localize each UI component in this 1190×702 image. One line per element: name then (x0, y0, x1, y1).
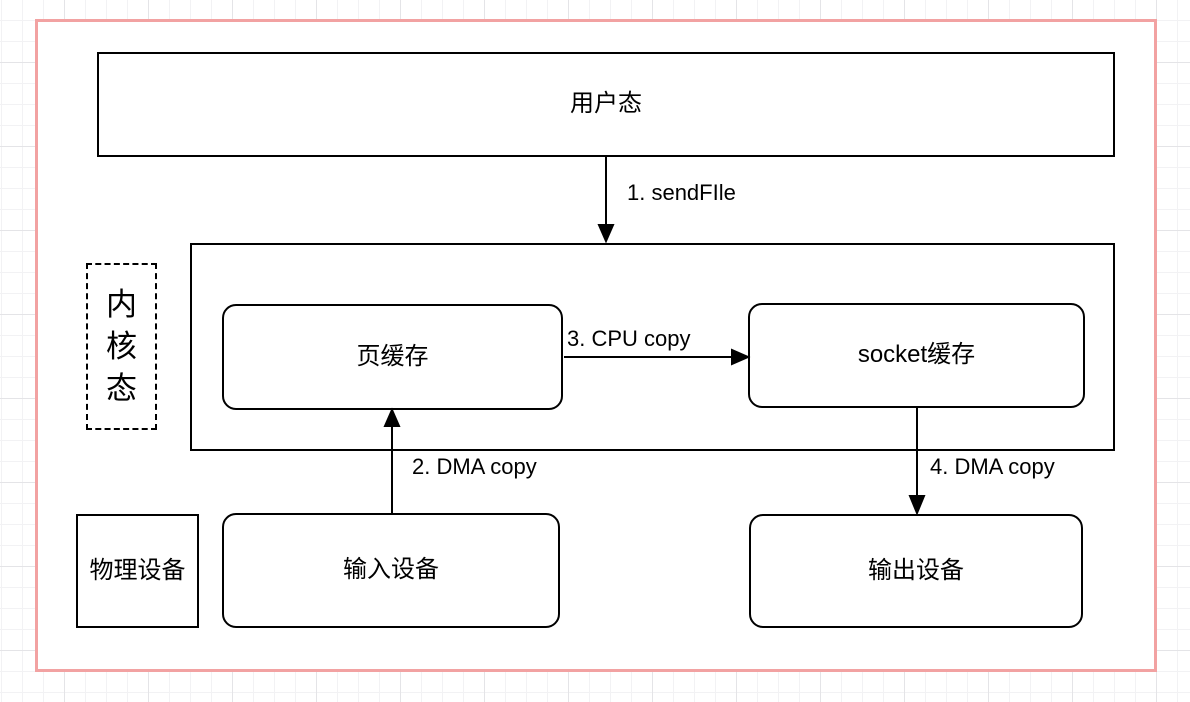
kernel-mode-label: 内核态 (106, 286, 137, 406)
input-device-label: 输入设备 (343, 556, 439, 584)
user-mode-box: 用户态 (97, 52, 1115, 157)
cpu-copy-arrow-label: 3. CPU copy (567, 326, 691, 351)
input-device-node: 输入设备 (222, 513, 560, 628)
physical-device-label: 物理设备 (89, 556, 186, 584)
socket-buffer-node: socket缓存 (748, 303, 1085, 408)
user-mode-label: 用户态 (570, 90, 642, 118)
output-device-label: 输出设备 (868, 556, 964, 584)
dma-copy-in-arrow-label: 2. DMA copy (412, 454, 537, 479)
kernel-mode-box (190, 243, 1115, 451)
socket-buffer-label: socket缓存 (857, 341, 976, 369)
output-device-node: 输出设备 (749, 514, 1083, 628)
dma-copy-out-arrow-label: 4. DMA copy (930, 454, 1055, 479)
physical-device-box: 物理设备 (76, 514, 199, 628)
page-cache-node: 页缓存 (222, 304, 563, 410)
page-cache-label: 页缓存 (356, 342, 429, 370)
kernel-mode-label-box: 内核态 (86, 263, 157, 430)
sendfile-arrow-label: 1. sendFIle (627, 180, 736, 205)
